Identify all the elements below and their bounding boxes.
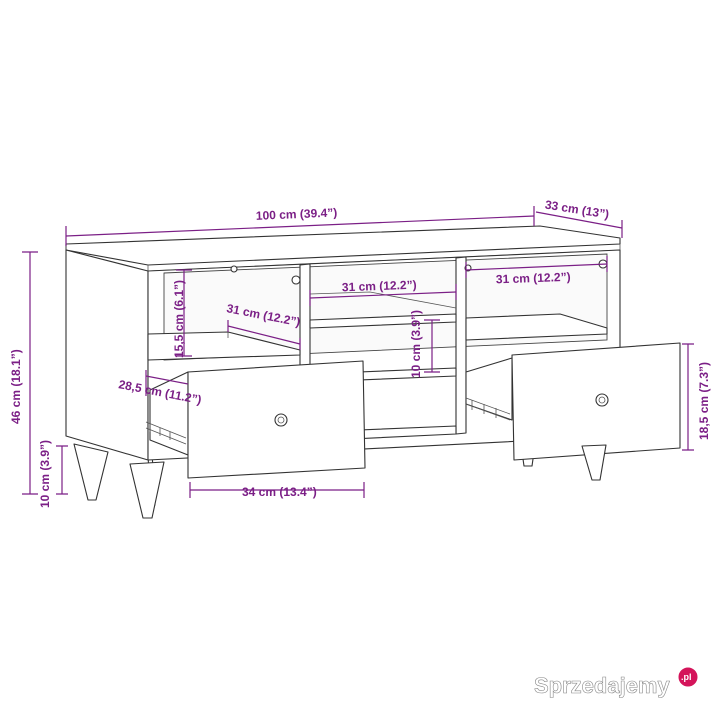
tv-cabinet-illustration xyxy=(65,225,681,519)
height-label: 46 cm (18.1”) xyxy=(9,349,23,424)
left-shelf-height-label: 15,5 cm (6.1”) xyxy=(172,280,186,358)
front-right-leg xyxy=(581,444,607,481)
dimension-lines xyxy=(22,206,694,498)
middle-height-label: 10 cm (3.9”) xyxy=(409,310,423,378)
mount-hole xyxy=(291,275,301,285)
drawer-width-label: 34 cm (13.4”) xyxy=(242,485,317,499)
front-mid-leg xyxy=(129,461,165,519)
left-shelf xyxy=(147,331,301,361)
right-divider xyxy=(455,256,467,435)
watermark-text: Sprzedajemy xyxy=(534,673,670,698)
right-drawer xyxy=(465,342,681,461)
middle-upper-shelf xyxy=(309,313,457,329)
depth-label: 33 cm (13”) xyxy=(544,198,610,222)
width-label: 100 cm (39.4”) xyxy=(256,205,338,222)
right-shelf xyxy=(465,313,608,341)
cabinet-left-side xyxy=(65,249,149,461)
drawer-height-label: 18,5 cm (7.3”) xyxy=(697,362,711,440)
right-width-label: 31 cm (12.2”) xyxy=(496,270,571,287)
front-left-leg xyxy=(73,443,109,501)
left-drawer-knob-icon xyxy=(274,413,288,427)
watermark-badge-icon xyxy=(677,666,699,688)
watermark: Sprzedajemy .pl xyxy=(534,666,699,698)
mount-hole xyxy=(230,265,238,273)
middle-width-label: 31 cm (12.2”) xyxy=(342,278,417,295)
watermark-suffix: .pl xyxy=(681,672,692,682)
left-drawer xyxy=(145,360,366,479)
right-drawer-knob-icon xyxy=(595,393,609,407)
leg-height-label: 10 cm (3.9”) xyxy=(38,440,52,508)
